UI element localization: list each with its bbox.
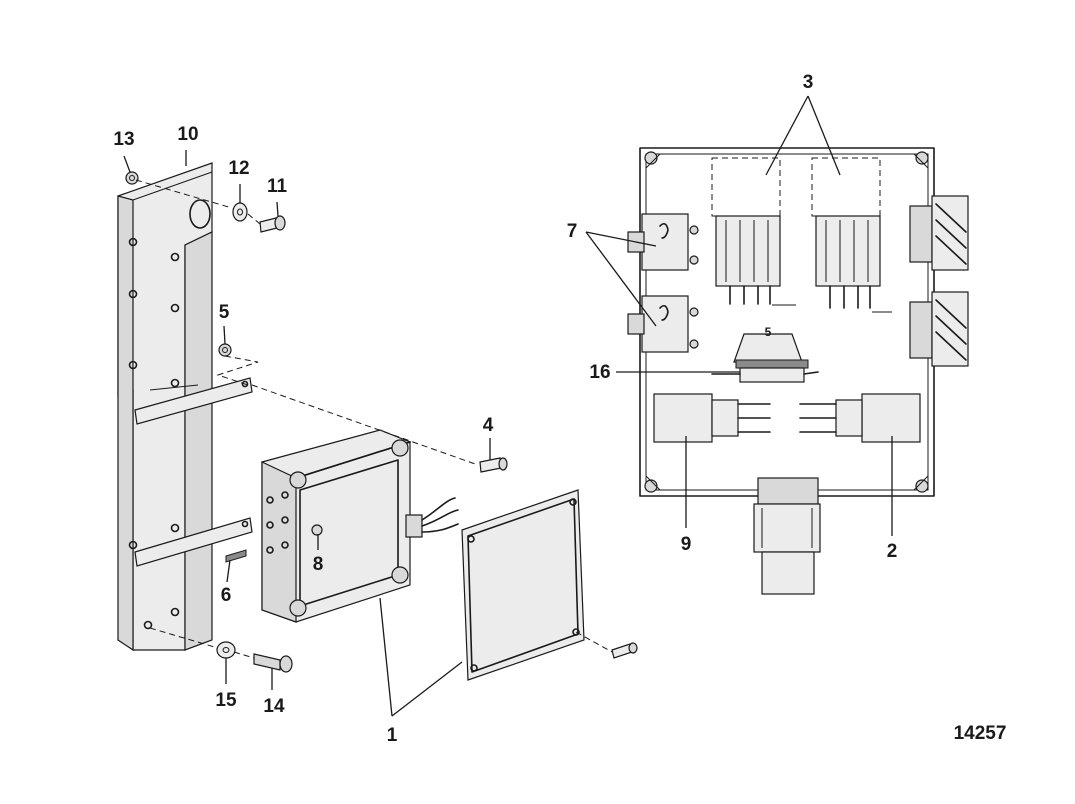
cable-gland — [753, 477, 821, 595]
relay-left — [711, 157, 781, 305]
fitting-lower-right — [909, 291, 969, 367]
callout-15: 15 — [215, 690, 237, 711]
callout-5-left: 5 — [219, 302, 230, 323]
screw-4 — [479, 457, 508, 473]
enclosure-box — [261, 429, 459, 623]
cover-plate — [461, 489, 585, 681]
callout-13: 13 — [113, 129, 134, 150]
fuse-holder — [711, 333, 819, 383]
screw-6 — [225, 549, 247, 563]
washer-15 — [216, 641, 236, 659]
cover-screw — [611, 642, 638, 659]
terminal-block-left — [653, 393, 771, 443]
callout-4: 4 — [483, 415, 494, 436]
callout-14: 14 — [263, 696, 285, 717]
fitting-upper-right — [909, 195, 969, 271]
callout-3: 3 — [803, 72, 814, 93]
callout-16: 16 — [589, 362, 610, 383]
figure-number: 14257 — [954, 723, 1007, 744]
leader-lines — [123, 95, 893, 717]
nut-13 — [125, 171, 139, 185]
callout-9: 9 — [681, 534, 692, 555]
screw-11 — [259, 215, 286, 233]
nut-5 — [218, 343, 232, 357]
callout-11: 11 — [267, 176, 288, 197]
cross-strap-upper — [134, 377, 253, 425]
washer-12 — [232, 202, 248, 222]
cross-strap-lower — [134, 517, 253, 567]
breaker-lower — [627, 295, 699, 353]
callout-7: 7 — [567, 221, 578, 242]
bolt-14 — [253, 653, 293, 673]
callout-8: 8 — [313, 554, 324, 575]
callout-2: 2 — [887, 541, 898, 562]
terminal-block-right — [799, 393, 921, 443]
callout-6: 6 — [221, 585, 232, 606]
callout-12: 12 — [228, 158, 249, 179]
callout-10: 10 — [177, 124, 198, 145]
fuse-label: 5 — [765, 325, 772, 339]
callout-1: 1 — [387, 725, 398, 746]
relay-right — [811, 157, 881, 309]
nut-8 — [311, 524, 323, 536]
